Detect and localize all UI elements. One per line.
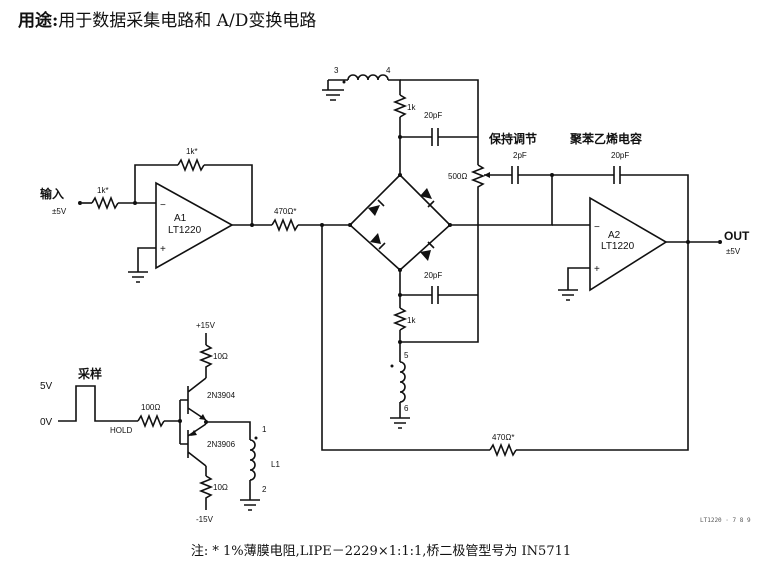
diode-bridge: [348, 173, 452, 272]
diode-2: [420, 188, 435, 208]
coil-l1: [249, 439, 256, 481]
diode-1: [368, 199, 385, 216]
resistor-1k-top: [392, 94, 408, 118]
a2-plus: +: [594, 264, 600, 275]
capacitor-20pf-top-label: 20pF: [424, 111, 442, 120]
capacitor-2pf-label: 2pF: [513, 151, 527, 160]
footnote: 注: * 1%薄膜电阻,LIPE－2229×1:1:1,桥二极管型号为 IN57…: [190, 544, 572, 559]
output-range-label: ±5V: [726, 247, 741, 256]
title-bold: 用途:: [18, 11, 59, 31]
sample-high-label: 5V: [40, 381, 53, 392]
sample-pulse: [58, 385, 124, 422]
ground-symbol-l1: [240, 499, 260, 511]
input-label: 输入: [40, 186, 64, 201]
sample-low-label: 0V: [40, 417, 53, 428]
pin-2-label: 2: [262, 485, 267, 494]
poly-cap-label: 聚苯乙烯电容: [569, 131, 642, 146]
input-terminal: [78, 201, 82, 205]
a2-minus: −: [594, 222, 600, 233]
minus15-label: -15V: [196, 515, 214, 524]
resistor-100: [137, 413, 165, 429]
resistor-1k-bot-label: 1k: [407, 316, 416, 325]
capacitor-20pf-a2-label: 20pF: [611, 151, 629, 160]
pot-500-label: 500Ω: [448, 172, 467, 181]
sample-label: 采样: [77, 366, 102, 381]
hold-label: HOLD: [110, 426, 132, 435]
a2-part: LT1220: [601, 241, 635, 252]
capacitor-20pf-top: [431, 128, 439, 146]
ground-symbol-a1: [128, 271, 148, 283]
pin-3-label: 3: [334, 66, 339, 75]
resistor-1k-top-label: 1k: [407, 103, 416, 112]
page-title: 用途:用于数据采集电路和 A/D变换电路: [18, 6, 316, 31]
hold-adjust-label: 保持调节: [488, 131, 537, 146]
output-stage: 聚苯乙烯电容 20pF − + A2 LT1220 OUT ±5V 470Ω*: [321, 131, 750, 458]
resistor-470-a: [271, 217, 299, 233]
transistor-q1: [180, 377, 207, 421]
input-resistor-label: 1k*: [97, 186, 109, 195]
resistor-470-a-label: 470Ω*: [274, 207, 296, 216]
a1-minus: −: [160, 200, 166, 211]
a2-name: A2: [608, 230, 621, 241]
a1-part: LT1220: [168, 225, 202, 236]
pin-5-label: 5: [404, 351, 409, 360]
diode-3: [370, 233, 386, 250]
resistor-10-bot-label: 10Ω: [213, 483, 228, 492]
coil-bottom: [399, 361, 406, 403]
ground-symbol-a2: [558, 289, 578, 301]
q2-label: 2N3906: [207, 440, 236, 449]
resistor-10-top-label: 10Ω: [213, 352, 228, 361]
sample-hold-driver: 5V 0V 采样 HOLD 100Ω 2N3904 2N3906 +15V 10…: [40, 321, 280, 524]
op-amp-a1: [155, 181, 234, 270]
op-amp-a2: [589, 196, 668, 292]
feedback-resistor-label: 1k*: [186, 147, 198, 156]
q1-label: 2N3904: [207, 391, 236, 400]
lower-network: 20pF 1k 5 6: [390, 270, 479, 429]
transistor-q2: [180, 423, 207, 467]
output-terminal: [718, 240, 722, 244]
feedback-resistor: [177, 157, 205, 173]
resistor-470-b-label: 470Ω*: [492, 433, 514, 442]
coil-top: [347, 74, 389, 81]
resistor-470-b: [489, 442, 517, 458]
title-text: 用于数据采集电路和 A/D变换电路: [58, 11, 317, 31]
potentiometer-500: 500Ω: [448, 164, 512, 295]
pin-1-label: 1: [262, 425, 267, 434]
figure-code: LT1220 · 7 8 9: [700, 517, 751, 524]
capacitor-2pf: [511, 166, 519, 184]
a1-plus: +: [160, 244, 166, 255]
ground-symbol-top: [322, 89, 344, 101]
hold-adjust: 保持调节 2pF: [488, 131, 554, 184]
resistor-10-bot: [198, 475, 214, 510]
resistor-100-label: 100Ω: [141, 403, 160, 412]
pin-4-label: 4: [386, 66, 391, 75]
capacitor-20pf-bot-label: 20pF: [424, 271, 442, 280]
capacitor-20pf-a2: [613, 166, 621, 184]
input-range-label: ±5V: [52, 207, 67, 216]
l1-label: L1: [271, 460, 280, 469]
plus15-label: +15V: [196, 321, 216, 330]
resistor-1k-bot: [392, 307, 408, 331]
output-label: OUT: [724, 229, 750, 243]
pin-6-label: 6: [404, 404, 409, 413]
input-stage: 输入 ±5V 1k* 1k* − + A1 LT1220 470Ω*: [40, 147, 350, 283]
input-resistor: [91, 195, 119, 211]
capacitor-20pf-bot: [431, 286, 439, 304]
a1-name: A1: [174, 213, 187, 224]
upper-network: 3 4 1k 20pF: [322, 66, 479, 175]
diode-4: [420, 241, 435, 261]
resistor-10-top: [198, 344, 214, 378]
ground-symbol-bottom: [390, 417, 410, 429]
